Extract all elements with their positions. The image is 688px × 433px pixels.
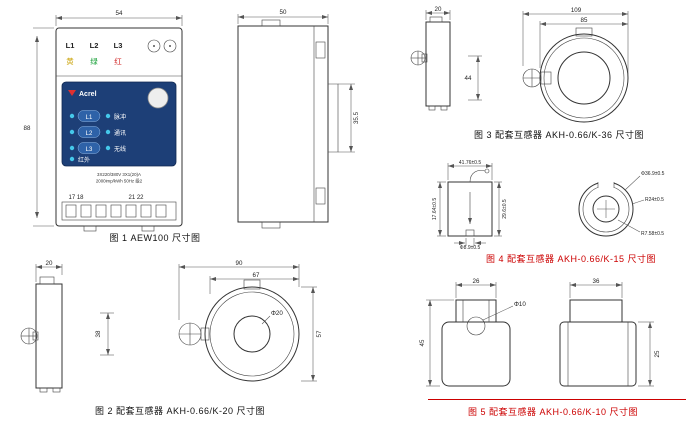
- led-indicator: [69, 145, 75, 151]
- led-indicator: [69, 113, 75, 119]
- fig3-ct-k36-drawing: 20 109 85 44: [410, 6, 629, 123]
- led-indicator: [69, 129, 75, 135]
- fig3-side-view: [410, 16, 451, 111]
- fig5-dim-hole: Φ10: [514, 301, 526, 308]
- fig5-dim-front-height: 45: [419, 339, 426, 346]
- l2-button-label: L2: [86, 131, 93, 137]
- fig2-dimensions: 20 Φ20 90 67 38 57: [35, 260, 323, 382]
- spec-line-1: 3X220/380V 3X1(20)A: [97, 172, 141, 177]
- terminal-numbers-left: 17 18: [68, 195, 84, 201]
- fig4-dim-left: 17.64±0.5: [432, 198, 438, 220]
- fig4-body-view: [447, 168, 493, 237]
- fig4-caption: 图 4 配套互感器 AKH-0.66/K-15 尺寸图: [485, 254, 657, 264]
- fig4-ring-view: [578, 178, 634, 237]
- fig2-ct-k20-drawing: 20 Φ20 90 67 38 57: [20, 260, 323, 393]
- red-divider-line: [428, 399, 686, 400]
- led-indicator: [105, 113, 111, 119]
- fig2-front-view: [178, 279, 300, 382]
- phase-l2-label: L2: [90, 41, 99, 50]
- led-indicator: [69, 156, 75, 162]
- fig3-dim-outer: 85: [581, 17, 588, 24]
- fig4-dim-r1: R24±0.5: [645, 197, 664, 203]
- fig1-aew100-side-view: 50 35.5: [237, 9, 360, 229]
- fig2-dim-side-width: 20: [46, 260, 53, 267]
- side-dim-width: 50: [280, 9, 287, 16]
- round-button: [147, 87, 169, 109]
- fig2-caption: 图 2 配套互感器 AKH-0.66/K-20 尺寸图: [94, 406, 266, 416]
- l3-button-label: L3: [86, 147, 93, 153]
- led-indicator: [105, 145, 111, 151]
- fig5-side-view: [559, 299, 637, 387]
- fig1-caption: 图 1 AEW100 尺寸图: [109, 233, 201, 243]
- fig3-dimensions: 20 109 85 44: [425, 6, 629, 101]
- fig1-phase-labels: L1 L2 L3 黄 绿 红: [66, 39, 177, 66]
- fig5-dim-side-height: 25: [654, 350, 661, 357]
- fig2-dim-right-height: 57: [316, 330, 323, 337]
- led-indicator: [105, 129, 111, 135]
- fig1-spec-text: 3X220/380V 3X1(20)A 2000imp/kWh 50Hz 级2: [96, 172, 143, 185]
- fig2-dim-left-height: 38: [95, 330, 102, 337]
- fig5-dim-front-width: 26: [473, 278, 480, 285]
- fig1-device-outline: [55, 27, 183, 232]
- l1-button-label: L1: [86, 115, 93, 121]
- fig4-ct-k15-drawing: 41.76±0.5 17.64±0.5 29.6±0.5 Φ8.9±0.5: [432, 160, 665, 250]
- side-dim-clip: 35.5: [353, 111, 360, 124]
- pulse-label: 脉冲: [114, 113, 126, 121]
- fig1-aew100-front-view: 54 88 L1 L2 L3 黄 绿 红 Acrel: [24, 10, 183, 232]
- fig5-dim-side-width: 36: [593, 278, 600, 285]
- l3-button: [77, 142, 101, 154]
- meter-symbol-icon: [147, 39, 161, 53]
- phase-l1-label: L1: [66, 41, 75, 50]
- side-view-outline: [237, 19, 339, 229]
- fig1-dim-height: 88: [24, 125, 31, 132]
- fig1-front-panel: Acrel L1 脉冲 L2 通讯 L3 无线 红外: [61, 81, 177, 167]
- phase-color-green-label: 绿: [90, 57, 98, 66]
- phase-color-red-label: 红: [114, 56, 122, 66]
- phase-l3-label: L3: [114, 41, 123, 50]
- fig4-dim-ring: Φ36.9±0.5: [641, 171, 665, 177]
- fig2-dim-overall: 90: [236, 260, 243, 267]
- fig5-ct-k10-drawing: Φ10 26 45 36 25: [419, 278, 661, 387]
- fig4-dim-top: 41.76±0.5: [459, 160, 481, 166]
- fig3-dim-side-width: 20: [435, 6, 442, 13]
- fig1-terminal-block: 17 18 21 22: [61, 195, 177, 221]
- brand-label: Acrel: [79, 91, 97, 98]
- fig3-dim-left: 44: [465, 75, 472, 82]
- acrel-logo-mark: [68, 90, 76, 96]
- fig4-dim-r2: R7.58±0.5: [641, 231, 664, 237]
- fig5-dimensions: Φ10 26 45 36 25: [419, 278, 661, 387]
- fig4-ring-dimensions: Φ36.9±0.5 R24±0.5 R7.58±0.5: [617, 171, 665, 237]
- terminal-numbers-right: 21 22: [128, 195, 144, 201]
- l1-button: [77, 110, 101, 122]
- fig3-caption: 图 3 配套互感器 AKH-0.66/K-36 尺寸图: [473, 130, 645, 140]
- side-view-dimensions: 50 35.5: [237, 9, 360, 153]
- fig4-dim-right: 29.6±0.5: [502, 199, 508, 219]
- fig1-dim-width: 54: [116, 10, 123, 17]
- fig4-dim-bottom: Φ8.9±0.5: [460, 245, 481, 250]
- meter-symbol-icon: [163, 39, 177, 53]
- fig5-front-view: [441, 299, 511, 387]
- infrared-label: 红外: [78, 156, 90, 164]
- fig2-dim-hole: Φ20: [271, 310, 283, 317]
- spec-line-2: 2000imp/kWh 50Hz 级2: [96, 178, 143, 185]
- fig4-body-dimensions: 41.76±0.5 17.64±0.5 29.6±0.5 Φ8.9±0.5: [432, 160, 508, 250]
- fig5-caption: 图 5 配套互感器 AKH-0.66/K-10 尺寸图: [467, 407, 639, 417]
- fig3-dim-overall: 109: [571, 7, 582, 14]
- comm-label: 通讯: [114, 129, 126, 137]
- phase-color-yellow-label: 黄: [66, 56, 74, 66]
- fig2-side-view: [20, 276, 63, 393]
- fig3-front-view: [522, 27, 629, 123]
- wireless-label: 无线: [114, 145, 126, 153]
- fig2-dim-outer: 67: [253, 272, 260, 279]
- fig1-dimension-lines: 54 88: [24, 10, 183, 227]
- l2-button: [77, 126, 101, 138]
